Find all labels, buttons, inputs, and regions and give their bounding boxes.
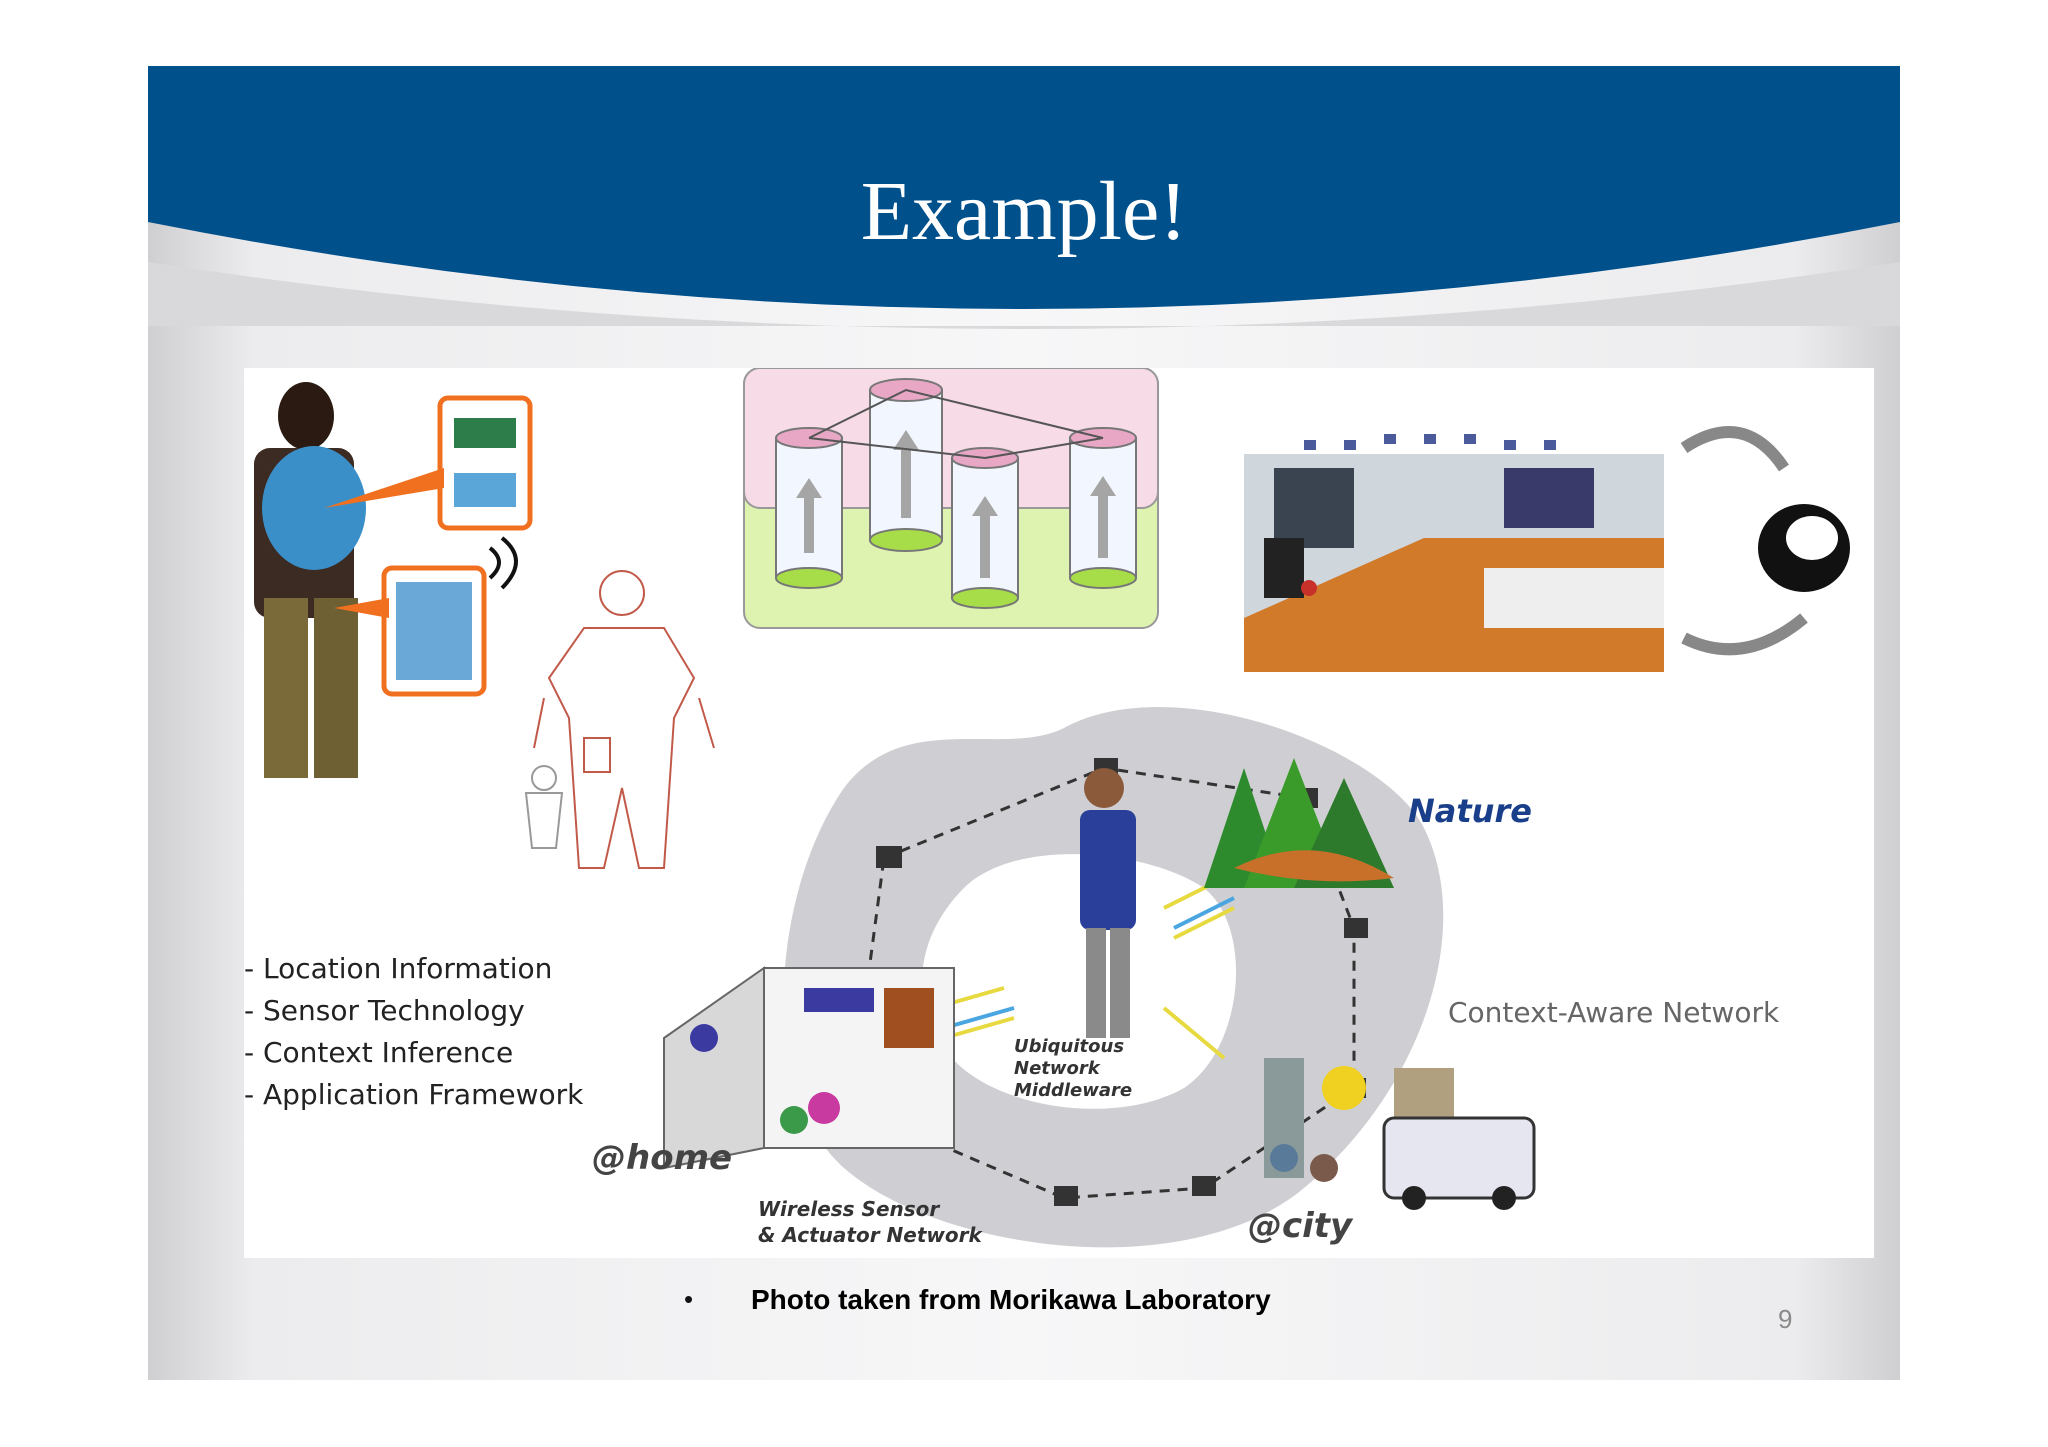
context-aware-figure: - Location Information - Sensor Technolo…	[244, 368, 1874, 1258]
feature-list: - Location Information - Sensor Technolo…	[244, 948, 583, 1116]
nature-label: Nature	[1408, 792, 1532, 830]
list-item: - Sensor Technology	[244, 994, 525, 1027]
header-band	[148, 66, 1900, 309]
bullet: •	[684, 1284, 694, 1314]
cylinder-diagram	[743, 368, 1159, 629]
smart-room-illustration	[1244, 426, 1850, 672]
sketch-figure-illustration	[533, 570, 715, 869]
list-item: - Location Information	[244, 952, 553, 985]
header-banner	[148, 66, 1900, 329]
middleware-label: Ubiquitous Network Middleware	[1014, 1036, 1133, 1101]
caption: • Photo taken from Morikawa Laboratory	[148, 1284, 1900, 1324]
wireless-network-label: Wireless Sensor & Actuator Network	[758, 1197, 982, 1247]
slide: Example!	[148, 66, 1900, 1380]
home-label: @home	[592, 1138, 733, 1178]
slide-title: Example!	[860, 165, 1188, 258]
backpack-person-illustration	[254, 382, 533, 778]
list-item: - Application Framework	[244, 1078, 584, 1111]
list-item: - Context Inference	[244, 1036, 514, 1069]
city-illustration	[1264, 1058, 1536, 1210]
caption-text: Photo taken from Morikawa Laboratory	[751, 1284, 1271, 1315]
home-room-illustration	[663, 966, 955, 1170]
city-label: @city	[1248, 1206, 1353, 1246]
nature-illustration	[1204, 758, 1394, 888]
page-number: 9	[1778, 1304, 1793, 1334]
small-sketch-figure	[524, 765, 564, 849]
context-aware-network-label: Context-Aware Network	[1448, 996, 1780, 1029]
